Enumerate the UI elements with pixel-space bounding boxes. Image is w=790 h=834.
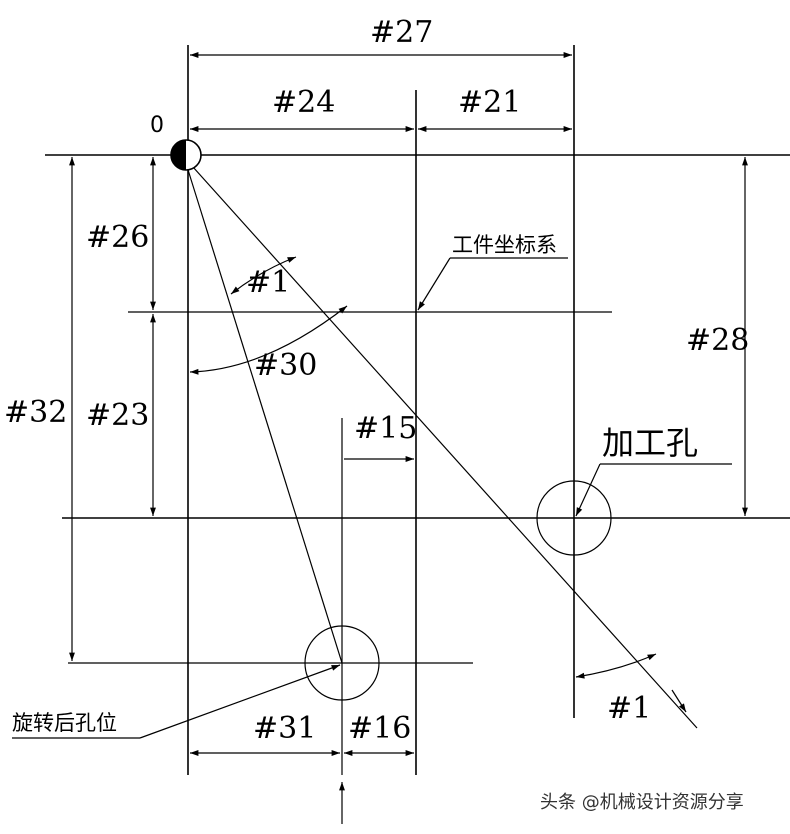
dim-23-label: #23: [86, 398, 149, 433]
dim-21-label: #21: [458, 85, 521, 120]
watermark: 头条 @机械设计资源分享: [540, 792, 744, 813]
angle-1-bottom-ext: [671, 689, 687, 713]
rotated-hole-circle: [304, 625, 380, 701]
workpiece-coords-leader: [417, 257, 451, 311]
origin-to-rotated-hole-line: [183, 156, 343, 664]
origin-marker: [170, 139, 202, 171]
rotated-hole-label: 旋转后孔位: [12, 711, 117, 735]
machining-hole-label: 加工孔: [602, 424, 698, 462]
origin-to-hole-line: [183, 156, 698, 729]
machining-hole-leader: [575, 463, 601, 517]
dim-28-label: #28: [686, 323, 749, 358]
rotated-hole-leader: [139, 664, 341, 739]
angle-1-top-label: #1: [246, 265, 290, 300]
angle-1-bottom-label: #1: [607, 691, 651, 726]
angle-1-bottom-arc: [575, 653, 657, 679]
dim-24-label: #24: [272, 85, 335, 120]
dim-15-label: #15: [354, 411, 417, 446]
machining-hole-circle: [536, 480, 612, 556]
angle-30-label: #30: [254, 348, 317, 383]
origin-label: 0: [150, 113, 164, 138]
angle-30-arc: [189, 305, 348, 375]
dim-16-label: #16: [348, 711, 411, 746]
angle-1-top-arc: [230, 256, 297, 295]
dim-26-label: #26: [86, 220, 149, 255]
dim-27-label: #27: [370, 15, 433, 50]
workpiece-coords-label: 工件坐标系: [452, 233, 557, 257]
dim-32-label: #32: [4, 395, 67, 430]
dim-31-label: #31: [253, 711, 316, 746]
